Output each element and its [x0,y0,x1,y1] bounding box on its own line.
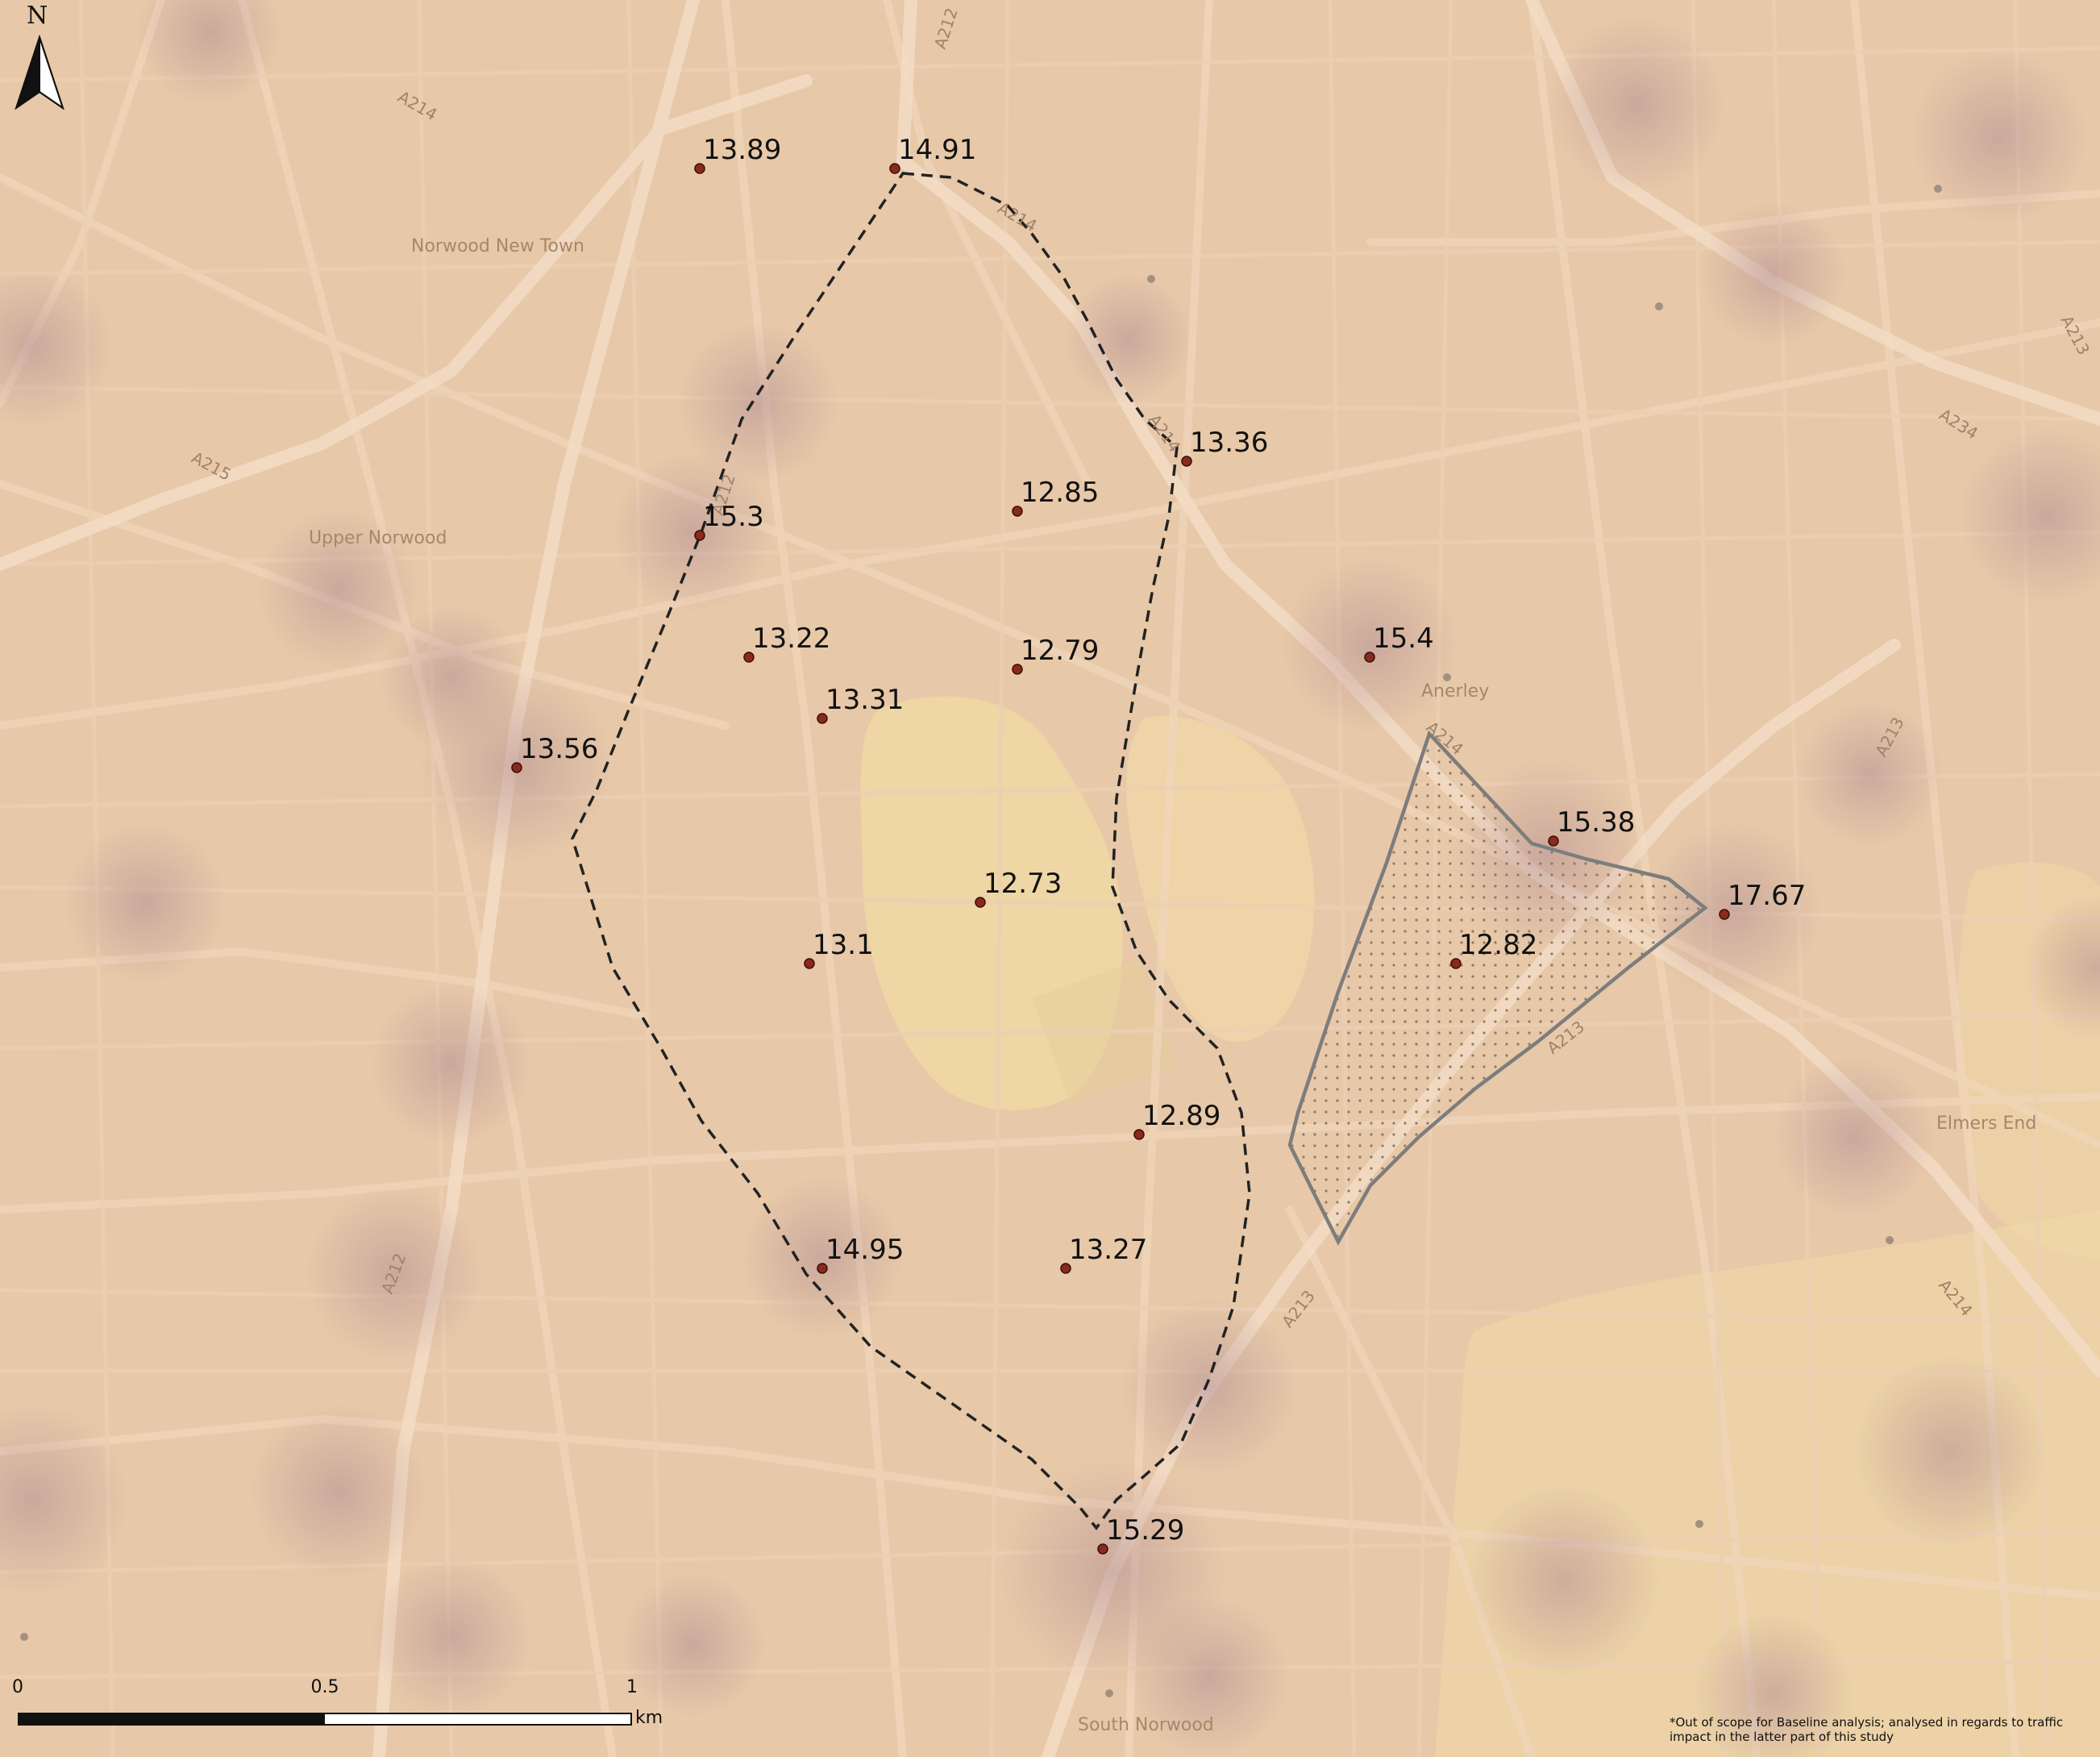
scale-label-0: 0 [12,1677,23,1697]
excluded-zone [1287,730,1708,1246]
measurement-value: 15.38 [1557,806,1635,839]
scale-unit: km [635,1708,663,1728]
measurement-value: 14.91 [898,134,976,166]
study-area-boundary [571,172,1251,1530]
measurement-point[interactable]: 14.91 [889,134,976,174]
scale-label-1: 1 [626,1677,638,1697]
scale-label-half: 0.5 [310,1677,339,1697]
measurement-value: 13.1 [813,929,874,961]
measurement-value: 13.56 [520,733,598,765]
measurement-point[interactable]: 12.85 [1012,477,1099,517]
measurement-value: 15.29 [1106,1514,1184,1547]
measurement-value: 12.85 [1021,477,1099,509]
scale-bar: 0 0.5 1 km [12,1677,706,1728]
measurement-value: 12.79 [1021,635,1099,667]
measurement-point[interactable]: 15.4 [1364,622,1434,663]
measurement-point[interactable]: 12.73 [975,868,1062,908]
measurement-value: 15.3 [703,501,764,533]
measurement-point[interactable]: 12.89 [1133,1100,1220,1140]
measurement-point[interactable]: 15.38 [1548,806,1635,847]
measurement-point[interactable]: 14.95 [817,1234,904,1274]
measurement-value: 12.73 [983,868,1062,900]
measurement-value: 13.89 [703,134,781,166]
scale-fill [19,1714,325,1724]
measurement-value: 13.36 [1190,427,1268,459]
measurement-point[interactable]: 15.3 [694,501,764,541]
place-label-upper-norwood: Upper Norwood [309,528,447,548]
north-arrow-icon [15,34,64,110]
measurement-point[interactable]: 13.36 [1181,427,1268,467]
measurement-point[interactable]: 12.82 [1450,929,1537,969]
poi-dots [20,185,1942,1697]
measurement-value: 15.4 [1373,622,1434,655]
measurement-value: 12.82 [1459,929,1537,961]
place-label-norwood-new-town: Norwood New Town [411,236,584,256]
measurement-point[interactable]: 17.67 [1719,880,1806,920]
measurement-point[interactable]: 13.27 [1060,1234,1147,1274]
north-label: N [27,2,48,30]
measurement-point[interactable]: 13.89 [694,134,781,174]
measurement-point[interactable]: 13.1 [804,929,874,969]
measurement-value: 13.22 [752,622,830,655]
place-label-anerley: Anerley [1421,681,1489,702]
footnote: *Out of scope for Baseline analysis; ana… [1670,1715,2064,1744]
scale-track [18,1713,632,1726]
measurement-point[interactable]: 12.79 [1012,635,1099,675]
place-label-elmers-end: Elmers End [1936,1114,2036,1134]
measurement-value: 14.95 [825,1234,904,1266]
measurement-point[interactable]: 15.29 [1097,1514,1184,1555]
measurement-points: 13.89 14.91 13.36 12.85 15.3 13.22 12.79… [511,134,1806,1555]
place-label-south-norwood: South Norwood [1078,1715,1214,1735]
measurement-value: 13.31 [825,684,904,716]
measurement-value: 12.89 [1142,1100,1220,1132]
measurement-point[interactable]: 13.56 [511,733,598,773]
measurement-point[interactable]: 13.31 [817,684,904,724]
place-labels: Norwood New Town Upper Norwood Anerley E… [309,236,2036,1735]
measurement-point[interactable]: 13.22 [743,622,830,663]
measurement-value: 17.67 [1728,880,1806,912]
measurement-value: 13.27 [1069,1234,1147,1266]
